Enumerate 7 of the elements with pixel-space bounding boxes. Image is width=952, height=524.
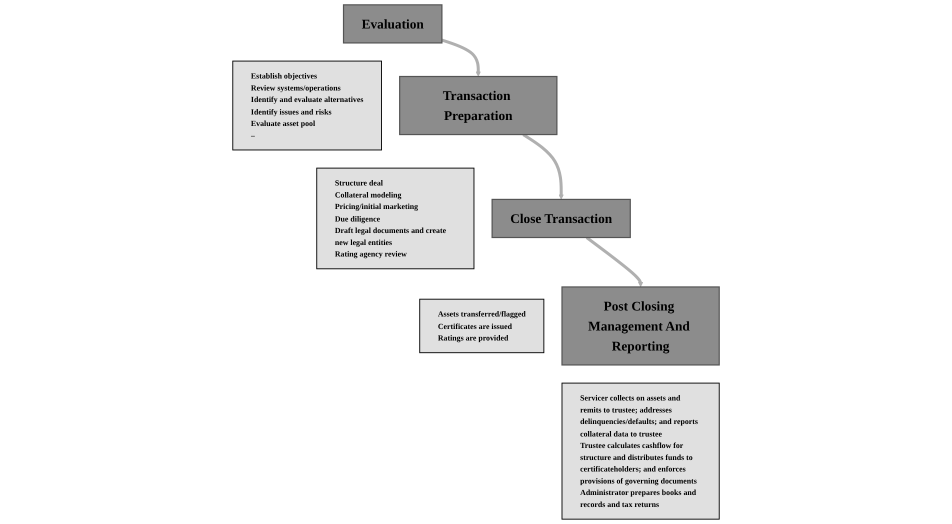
arrow bbox=[441, 38, 481, 77]
arrow bbox=[522, 133, 564, 200]
node-box: Close Transaction bbox=[492, 198, 631, 238]
node-box: Evaluation bbox=[342, 4, 443, 44]
node-box: Transaction Preparation bbox=[399, 76, 558, 136]
arrow bbox=[586, 236, 644, 288]
node-box: Post Closing Management And Reporting bbox=[561, 286, 720, 366]
